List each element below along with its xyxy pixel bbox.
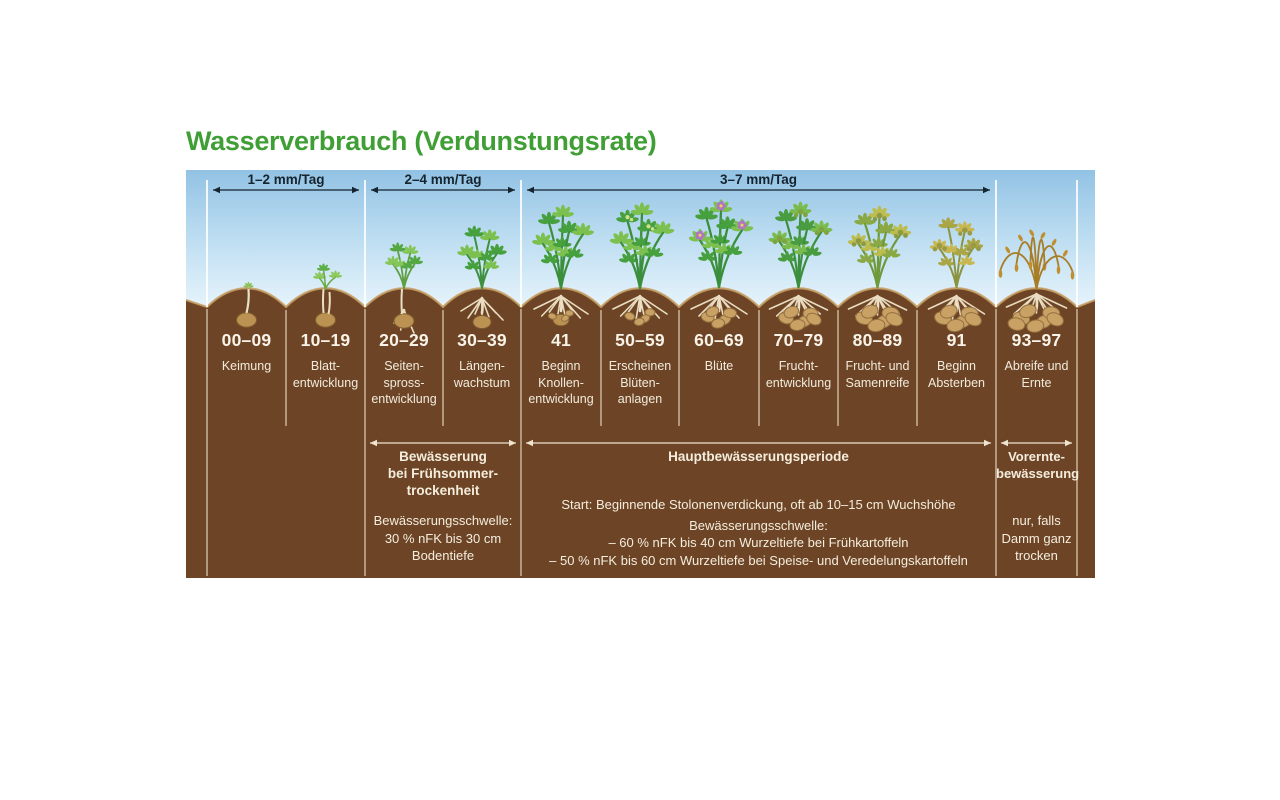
plant-stage-1-illustration [312, 263, 343, 328]
stage-code: 70–79 [773, 330, 824, 350]
stage-label: Seiten- spross- entwicklung [371, 359, 437, 406]
irrigation-main-start: Start: Beginnende Stolonenverdickung, of… [561, 497, 956, 512]
plant-stage-0-illustration [236, 281, 257, 328]
irrigation-preharvest-note: nur, falls Damm ganz trocken [1001, 513, 1072, 563]
irrigation-early-title: Bewässerung bei Frühsommer- trockenheit [387, 449, 499, 498]
plant-stage-3-illustration [457, 225, 507, 329]
growth-stages-diagram: Bewässerung bei Frühsommer- trockenheit … [186, 170, 1095, 578]
stage-code: 41 [551, 330, 571, 350]
irrigation-main-box: Hauptbewässerungsperiode Start: Beginnen… [521, 440, 996, 578]
irrigation-main-thresholds: – 60 % nFK bis 40 cm Wurzeltiefe bei Frü… [549, 535, 968, 568]
stage-code: 60–69 [694, 330, 744, 350]
irrigation-early-box: Bewässerung bei Frühsommer- trockenheit … [365, 440, 521, 578]
plant-stage-4-illustration [532, 204, 594, 327]
stage-code: 00–09 [221, 330, 272, 350]
irrigation-preharvest-box: Vorernte- bewässerung nur, falls Damm ga… [996, 440, 1080, 578]
stage-label: Beginn Absterben [928, 359, 985, 390]
stage-label: Beginn Knollen- entwicklung [528, 359, 594, 406]
rate-label: 3–7 mm/Tag [719, 172, 798, 187]
stage-label: Abreife und Ernte [1004, 359, 1069, 390]
irrigation-early-threshold: Bewässerungsschwelle: 30 % nFK bis 30 cm… [373, 513, 513, 563]
irrigation-main-title: Hauptbewässerungsperiode [668, 449, 849, 464]
irrigation-main-threshold-heading: Bewässerungsschwelle: [689, 518, 828, 533]
stage-label: Längen- wachstum [453, 359, 511, 390]
plant-stage-2-illustration [384, 242, 424, 334]
stage-label: Keimung [221, 359, 272, 373]
stage-label: Blüte [704, 359, 734, 373]
plant-stage-6-illustration [688, 199, 754, 329]
plant-stage-10-illustration [998, 229, 1075, 333]
stage-label: Blatt- entwicklung [292, 359, 359, 390]
rate-label: 2–4 mm/Tag [404, 172, 482, 187]
stage-code: 80–89 [852, 330, 903, 350]
stage-code: 20–29 [379, 330, 429, 350]
plant-stage-9-illustration [927, 217, 986, 333]
stage-code: 10–19 [300, 330, 351, 350]
stage-code: 30–39 [457, 330, 507, 350]
plant-stage-5-illustration [609, 202, 675, 326]
stage-label: Frucht- entwicklung [765, 359, 832, 390]
plant-stage-8-illustration [847, 205, 912, 333]
stage-label: Frucht- und Samenreife [845, 359, 910, 390]
stage-label: Erscheinen Blüten- anlagen [608, 359, 672, 406]
stage-code: 91 [946, 330, 967, 350]
rate-label: 1–2 mm/Tag [247, 172, 325, 187]
stage-code: 93–97 [1011, 330, 1062, 350]
plant-stage-7-illustration [768, 201, 833, 331]
irrigation-preharvest-title: Vorernte- bewässerung [996, 449, 1080, 481]
scene-svg [186, 180, 1095, 578]
stage-code: 50–59 [615, 330, 665, 350]
page-title: Wasserverbrauch (Verdunstungsrate) [186, 126, 657, 156]
